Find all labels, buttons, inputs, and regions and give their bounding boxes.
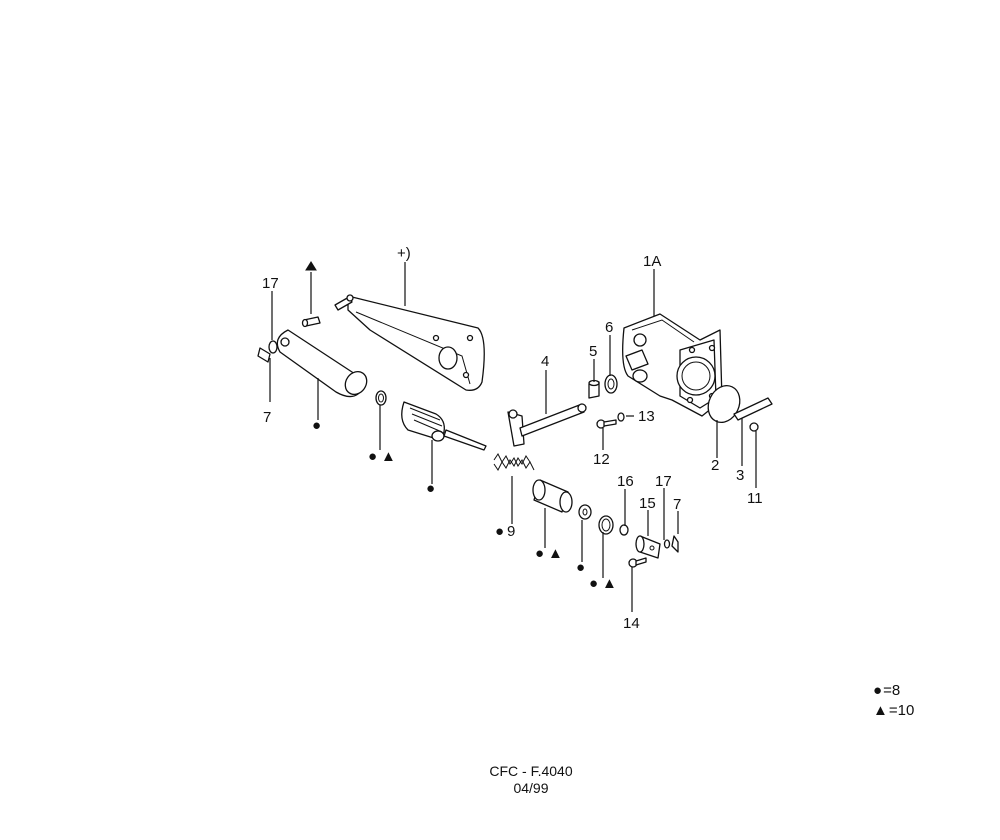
callout-15: 15	[639, 495, 656, 512]
callout-16: 16	[617, 473, 634, 490]
plate-3	[733, 397, 773, 421]
legend-triangle-symbol: ▲	[873, 702, 888, 719]
marker-triangle: ▲	[548, 545, 563, 562]
drawing-date: 04/99	[513, 780, 549, 796]
small-bushing	[375, 390, 387, 406]
callout-3: 3	[736, 467, 744, 484]
washer	[578, 504, 592, 520]
part-17-clip-left	[257, 340, 278, 363]
callout-17-left: 17	[262, 275, 279, 292]
legend-triangle-value: =10	[888, 702, 915, 719]
callout-7-right: 7	[673, 496, 681, 513]
clevis-15	[635, 535, 661, 559]
legend-circle-row: ● =8	[873, 681, 914, 701]
marker-triangle: ▲	[602, 575, 617, 592]
legend-triangle-row: ▲ =10	[873, 701, 914, 721]
callout-11: 11	[747, 490, 763, 507]
callout-2: 2	[711, 457, 719, 474]
leader-lines	[269, 261, 757, 612]
cylinder-housing	[276, 329, 368, 398]
marker-circle: ●	[589, 575, 598, 592]
oring-13	[617, 412, 625, 422]
ring-17-right	[663, 539, 671, 549]
marker-circle: ●	[495, 523, 504, 540]
drawing-code: CFC - F.4040	[489, 763, 573, 779]
marker-circle: ●	[312, 417, 321, 434]
callout-17-right: 17	[655, 473, 672, 490]
marker-triangle: ▲	[381, 448, 396, 465]
bushing-6	[604, 374, 618, 394]
valve-plunger	[401, 401, 487, 451]
callout-6: 6	[605, 319, 613, 336]
legend: ● =8 ▲ =10	[873, 681, 914, 721]
pin-top-left	[301, 316, 321, 328]
callout-9: 9	[507, 523, 515, 540]
callout-7-left: 7	[263, 409, 271, 426]
bolt-14	[628, 557, 647, 568]
marker-circle: ●	[426, 480, 435, 497]
callout-plus: +)	[397, 245, 411, 262]
marker-circle: ●	[368, 448, 377, 465]
bolt-12	[596, 419, 617, 429]
nut-16	[619, 524, 629, 536]
housing-1a	[622, 313, 723, 417]
sleeve	[532, 479, 573, 513]
lever-4	[507, 403, 587, 447]
screw-11	[749, 422, 759, 432]
callout-12: 12	[593, 451, 610, 468]
callout-1a: 1A	[643, 253, 661, 270]
callout-5: 5	[589, 343, 597, 360]
legend-circle-symbol: ●	[873, 682, 883, 699]
callout-14: 14	[623, 615, 640, 632]
cover-2	[707, 385, 741, 423]
callout-4: 4	[541, 353, 549, 370]
legend-circle-value: =8	[883, 682, 901, 699]
clip-7-right	[671, 535, 679, 553]
marker-circle: ●	[576, 559, 585, 576]
callout-13: 13	[638, 408, 655, 425]
marker-circle: ●	[535, 545, 544, 562]
pin-5	[588, 379, 600, 399]
pedal-arm	[334, 294, 485, 391]
circlip	[598, 515, 614, 535]
spring-9	[493, 453, 535, 471]
